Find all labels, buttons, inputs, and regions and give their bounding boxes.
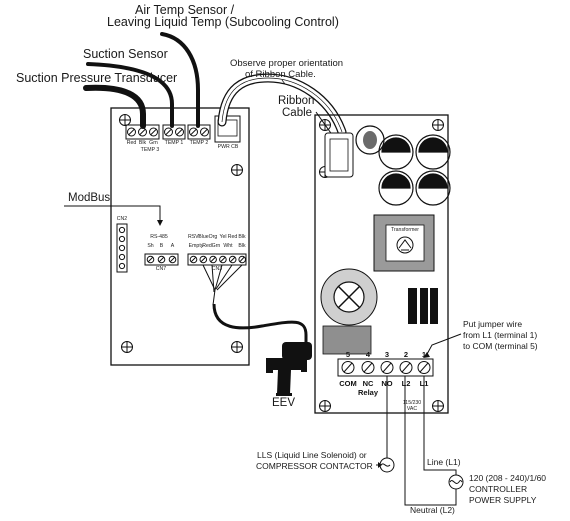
terminal-l2: L2 (401, 379, 411, 388)
mount-hole-rbl (319, 400, 331, 412)
air-temp-label-2: Leaving Liquid Temp (Subcooling Control) (107, 15, 339, 29)
terminal-number-3: 3 (384, 350, 390, 359)
cn7-b: B (159, 243, 164, 249)
mount-hole-rtl (319, 119, 331, 131)
cn3-connector (187, 253, 247, 266)
suction-sensor-label: Suction Sensor (83, 47, 168, 61)
ribbon-label-1: Ribbon (278, 95, 315, 107)
terminal-number-4: 4 (365, 350, 371, 359)
modbus-label: ModBus (68, 192, 111, 204)
jumper-leader (425, 333, 462, 357)
mount-hole-br (231, 341, 243, 353)
orientation-leader (281, 79, 286, 85)
relay-block (322, 325, 372, 355)
fan-disc (320, 268, 378, 326)
jumper-note-2: from L1 (terminal 1) (463, 330, 538, 340)
terminal-number-2: 2 (403, 350, 409, 359)
cn2-connector (116, 223, 128, 273)
eev-label: EEV (272, 397, 296, 409)
temp3-pin-grn: Grn (149, 140, 158, 146)
power-board (314, 114, 449, 414)
suction-sensor-cable (86, 62, 174, 128)
voltage-label-1: 115/230 (402, 400, 422, 406)
suction-pressure-label: Suction Pressure Transducer (16, 71, 178, 85)
cn3-rsv: RSV- (187, 234, 201, 240)
cn7-rs485: RS-485 (150, 234, 168, 240)
pwr-cb-label: PWR CB (217, 144, 239, 150)
cn3-red2: Red (202, 243, 212, 249)
temp3-pin-red: Red (126, 140, 137, 146)
terminal-no: NO (381, 379, 393, 388)
power-supply-symbol (448, 474, 464, 490)
cn7-sh: Sh (147, 243, 154, 249)
cn3-blue: Blue (198, 234, 209, 240)
cn3-label: CN3 (211, 266, 223, 272)
eev-valve (266, 342, 312, 396)
supply-label-3: POWER SUPPLY (469, 495, 537, 505)
temp1-label: TEMP 1 (164, 140, 184, 146)
jumper-note-3: to COM (terminal 5) (463, 341, 538, 351)
cn3-yel: Yel (219, 234, 227, 240)
terminal-nc: NC (362, 379, 374, 388)
capacitor-3 (378, 170, 414, 206)
terminal-l1: L1 (419, 379, 429, 388)
terminal-number-1: 1 (421, 350, 427, 359)
terminal-com: COM (339, 379, 357, 388)
ribbon-cable (217, 73, 347, 137)
temp2-label: TEMP 2 (189, 140, 209, 146)
orientation-note-1: Observe proper orientation (230, 58, 344, 69)
cn7-a: A (170, 243, 175, 249)
line-l1-label: Line (L1) (427, 457, 461, 467)
modbus-lead (64, 205, 161, 224)
cn7-label: CN7 (155, 266, 167, 272)
cn2-label: CN2 (116, 216, 128, 222)
sensor-cables (83, 32, 200, 129)
neutral-l2-label: Neutral (L2) (410, 505, 455, 515)
transformer-label: Transformer (390, 227, 420, 233)
terminal-number-5: 5 (345, 350, 351, 359)
ribbon-label-2: Cable (282, 107, 313, 119)
cn3-org: Org (208, 234, 218, 240)
field-wiring (386, 376, 457, 506)
cn3-grn: Grn (211, 243, 221, 249)
cn3-blk2: Blk (238, 243, 246, 249)
temp1-terminal-block (162, 124, 186, 140)
mount-hole-tr (231, 164, 243, 176)
mount-hole-rbr (432, 400, 444, 412)
inductor (408, 288, 438, 324)
voltage-label-2: VAC (406, 406, 418, 412)
mount-hole-bl (121, 341, 133, 353)
cn3-empty: Empty (188, 243, 204, 249)
temp3-label: TEMP 3 (140, 147, 160, 153)
controller-board (110, 107, 250, 366)
jumper-note-1: Put jumper wire (463, 319, 523, 329)
relay-label: Relay (357, 388, 379, 397)
cn3-red: Red (227, 234, 238, 240)
lls-label-2: COMPRESSOR CONTACTOR (256, 461, 373, 471)
lls-label-1: LLS (Liquid Line Solenoid) or (257, 450, 367, 460)
lls-coil (376, 457, 395, 473)
air-temp-label-1: Air Temp Sensor / (135, 3, 235, 17)
cn7-connector (144, 253, 179, 266)
pwr-cb-connector (214, 115, 241, 143)
cn3-wht: Wht (223, 243, 233, 249)
air-temp-cable (160, 32, 200, 128)
main-terminal-block (337, 358, 434, 377)
pressure-transducer-cable (83, 84, 146, 129)
supply-label-2: CONTROLLER (469, 484, 528, 494)
capacitor-2 (415, 134, 451, 170)
capacitor-4 (415, 170, 451, 206)
mount-hole-tl (119, 114, 131, 126)
capacitor-1 (378, 134, 414, 170)
temp3-pin-blk: Blk (138, 140, 147, 146)
mount-hole-rtr (432, 119, 444, 131)
orientation-note-2: of Ribbon Cable. (245, 69, 316, 80)
supply-label-1: 120 (208 - 240)/1/60 (469, 473, 547, 483)
transformer-logo (396, 236, 414, 254)
eev-wires (202, 264, 308, 351)
cn3-blk: Blk (238, 234, 246, 240)
